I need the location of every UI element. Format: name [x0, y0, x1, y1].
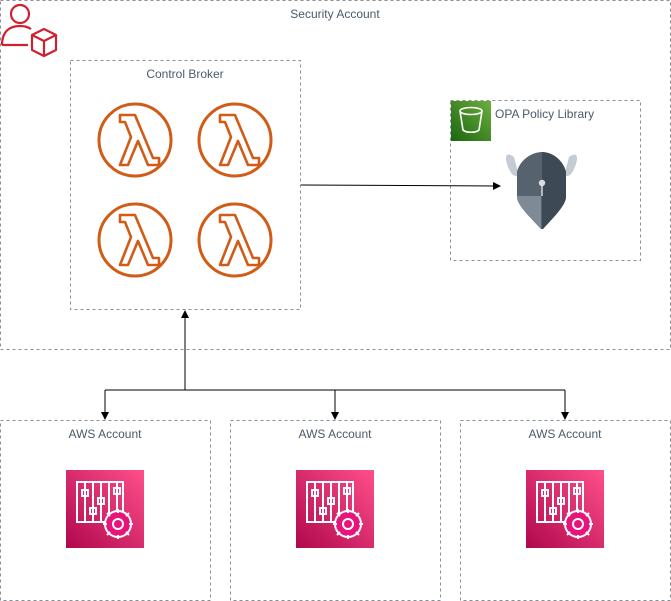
aws-account-label: AWS Account	[529, 427, 603, 441]
lambda-icon	[97, 202, 173, 278]
systems-manager-icon	[296, 470, 374, 548]
systems-manager-icon	[526, 470, 604, 548]
security-account-label: Security Account	[290, 7, 380, 21]
aws-account-label: AWS Account	[69, 427, 143, 441]
control-broker-group: Control Broker	[70, 60, 301, 310]
aws-account-group: AWS Account	[230, 420, 441, 601]
control-broker-label: Control Broker	[146, 67, 223, 81]
s3-bucket-icon	[451, 101, 491, 141]
account-user-icon	[0, 3, 58, 58]
security-account-group: Security Account	[0, 0, 671, 350]
opa-viking-icon	[505, 152, 578, 229]
lambda-icon	[197, 102, 273, 178]
systems-manager-icon	[66, 470, 144, 548]
connector-broker-to-opa	[300, 181, 501, 190]
opa-policy-library-label: OPA Policy Library	[495, 107, 594, 121]
aws-account-label: AWS Account	[299, 427, 373, 441]
aws-account-group: AWS Account	[0, 420, 211, 601]
lambda-icon	[197, 202, 273, 278]
lambda-icon	[97, 102, 173, 178]
opa-policy-library-group: OPA Policy Library	[450, 100, 641, 261]
aws-account-group: AWS Account	[460, 420, 671, 601]
